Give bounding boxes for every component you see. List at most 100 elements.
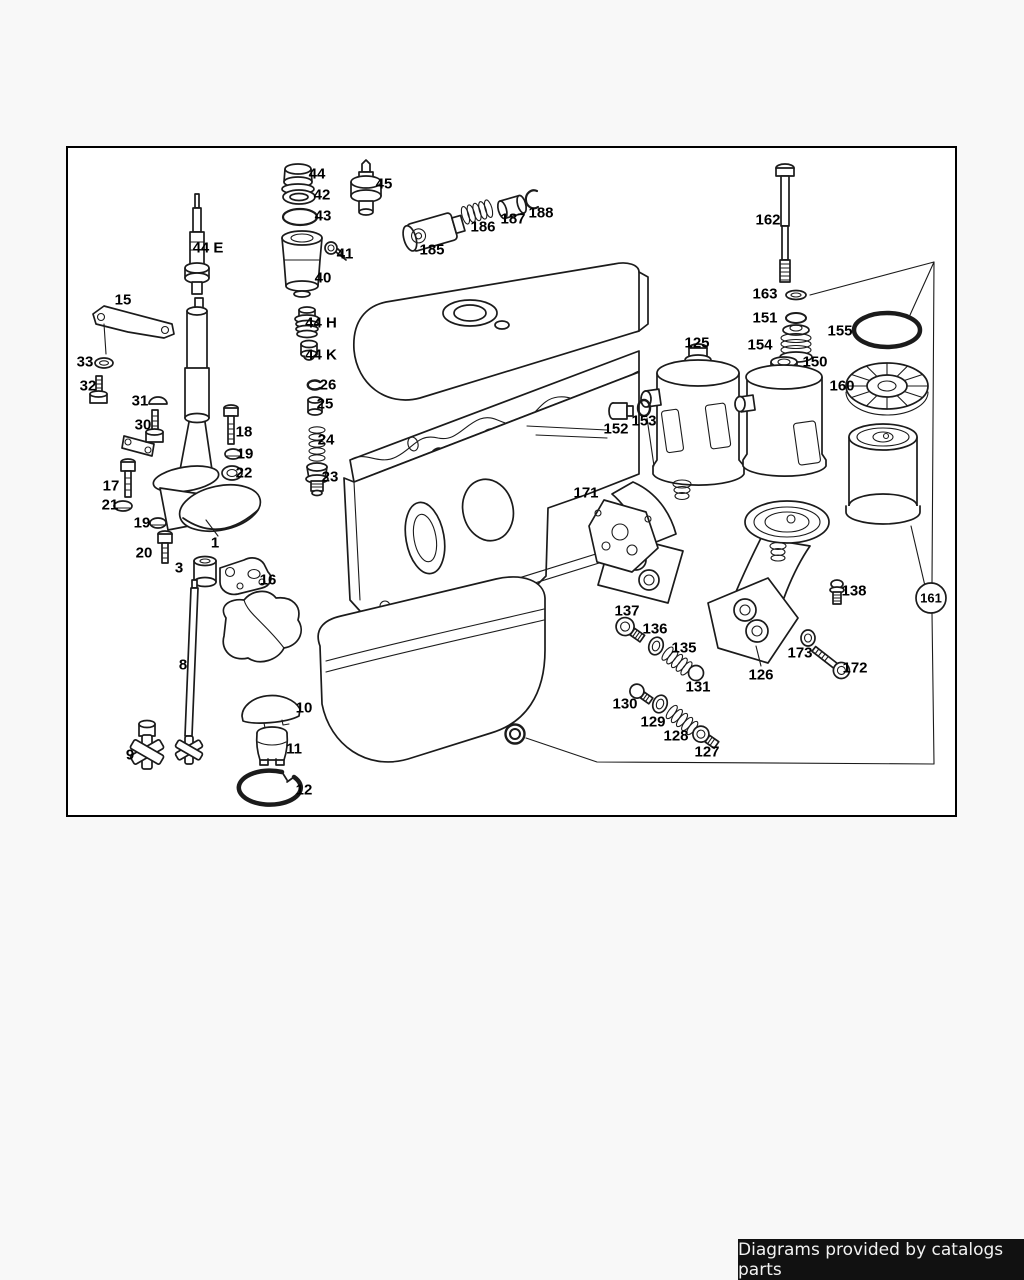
part-label-11: 11 xyxy=(286,740,302,758)
part-glyph-8 xyxy=(174,579,204,765)
part-glyph-31 xyxy=(148,396,168,405)
part-glyph-130 xyxy=(629,683,654,705)
part-label-137: 137 xyxy=(614,602,640,620)
part-glyph-19b xyxy=(149,517,167,529)
part-label-30: 30 xyxy=(134,416,152,434)
part-label-16: 16 xyxy=(259,571,277,589)
part-label-24: 24 xyxy=(317,431,335,449)
part-label-136: 136 xyxy=(642,620,668,638)
part-label-19: 19 xyxy=(236,445,254,463)
part-label-129: 129 xyxy=(640,713,666,731)
oil-pump-assembly xyxy=(121,297,262,532)
part-glyph-9 xyxy=(129,719,165,770)
part-label-43: 43 xyxy=(314,207,332,225)
part-label-187: 187 xyxy=(500,210,526,228)
part-label-33: 33 xyxy=(76,353,94,371)
part-glyph-155 xyxy=(851,310,923,350)
oil-pan-drawing xyxy=(317,576,546,763)
part-label-138: 138 xyxy=(841,582,867,600)
part-glyph-44E xyxy=(184,193,210,295)
part-glyph-172 xyxy=(811,645,851,680)
part-label-26: 26 xyxy=(319,376,337,394)
part-glyph-137 xyxy=(615,616,646,643)
part-glyph-138 xyxy=(829,579,845,605)
part-glyph-22 xyxy=(221,465,243,481)
part-glyph-32 xyxy=(89,375,108,404)
part-label-185: 185 xyxy=(419,241,445,259)
part-label-23: 23 xyxy=(321,468,339,486)
part-glyph-26 xyxy=(306,379,322,391)
part-glyph-136 xyxy=(647,636,665,656)
attribution-bar: Diagrams provided by catalogs parts xyxy=(738,1239,1024,1280)
part-label-44H: 44 H xyxy=(305,314,337,332)
part-label-20: 20 xyxy=(135,544,153,562)
part-label-9: 9 xyxy=(125,746,135,764)
part-label-18: 18 xyxy=(235,423,253,441)
part-glyph-17 xyxy=(120,458,136,498)
part-label-128: 128 xyxy=(663,727,689,745)
part-label-130: 130 xyxy=(612,695,638,713)
part-label-152: 152 xyxy=(603,420,629,438)
part-label-8: 8 xyxy=(178,656,188,674)
part-label-135: 135 xyxy=(671,639,697,657)
part-glyph-41 xyxy=(324,241,347,261)
part-label-161-balloon: 161 xyxy=(920,590,942,606)
part-glyph-11 xyxy=(255,726,289,766)
part-label-172: 172 xyxy=(842,659,868,677)
part-label-131: 131 xyxy=(685,678,711,696)
part-glyph-16 xyxy=(219,557,272,596)
part-glyph-25 xyxy=(307,396,323,416)
part-glyph-30 xyxy=(145,409,164,443)
part-label-22: 22 xyxy=(235,464,253,482)
part-label-31: 31 xyxy=(131,392,149,410)
part-label-21: 21 xyxy=(101,496,119,514)
part-label-160: 160 xyxy=(829,377,855,395)
part-label-41: 41 xyxy=(336,245,354,263)
part-label-3: 3 xyxy=(174,559,184,577)
filter-elbow-right xyxy=(707,500,830,664)
part-label-17: 17 xyxy=(102,477,120,495)
part-label-150: 150 xyxy=(802,353,828,371)
diagram-frame: 44 42 43 45 41 40 44 E 44 H 44 K 26 25 2… xyxy=(66,146,957,817)
part-label-173: 173 xyxy=(787,644,813,662)
part-label-163: 163 xyxy=(752,285,778,303)
part-glyph-44H xyxy=(294,306,320,339)
part-label-45: 45 xyxy=(375,175,393,193)
part-label-44: 44 xyxy=(308,165,326,183)
part-label-155: 155 xyxy=(827,322,853,340)
part-label-127: 127 xyxy=(694,743,720,761)
part-label-125: 125 xyxy=(684,334,710,352)
part-glyph-45 xyxy=(350,159,382,216)
part-glyph-173 xyxy=(800,629,816,647)
part-glyph-171 xyxy=(588,499,659,573)
part-label-154: 154 xyxy=(747,336,773,354)
oil-deflector-drawing xyxy=(222,590,303,663)
exploded-diagram-drawing xyxy=(89,159,947,807)
part-label-162: 162 xyxy=(755,211,781,229)
part-glyph-21 xyxy=(113,500,133,512)
part-glyph-151 xyxy=(785,312,807,324)
part-glyph-20 xyxy=(157,530,173,564)
part-label-151: 151 xyxy=(752,309,778,327)
part-glyph-163 xyxy=(785,289,807,301)
part-glyph-185 xyxy=(402,212,466,252)
part-glyph-129 xyxy=(651,694,669,714)
part-label-44E: 44 E xyxy=(192,239,224,257)
part-label-186: 186 xyxy=(470,218,496,236)
part-label-10: 10 xyxy=(295,699,313,717)
part-glyph-135 xyxy=(661,646,693,676)
part-glyph-162 xyxy=(775,163,795,283)
part-glyph-127 xyxy=(692,725,720,750)
attribution-text: Diagrams provided by catalogs parts xyxy=(738,1239,1004,1280)
part-glyph-33 xyxy=(94,357,114,369)
part-glyph-187 xyxy=(496,194,528,220)
part-label-32: 32 xyxy=(79,377,97,395)
oil-filter-canister-125 xyxy=(640,343,745,486)
leader-lines xyxy=(205,261,947,765)
part-glyph-18 xyxy=(223,404,239,445)
part-label-25: 25 xyxy=(316,395,334,413)
part-label-153: 153 xyxy=(631,412,657,430)
part-glyph-186 xyxy=(460,199,494,225)
part-glyph-23 xyxy=(305,462,329,497)
